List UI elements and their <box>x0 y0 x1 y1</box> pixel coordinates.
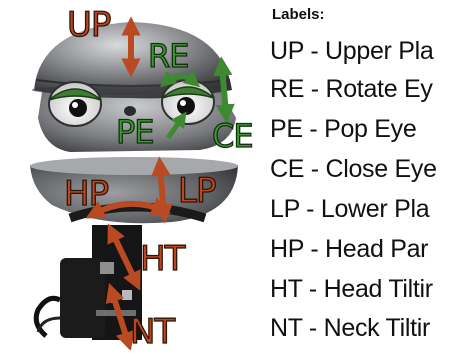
left-eye <box>48 81 102 127</box>
callout-nt: NT <box>129 312 176 352</box>
legend-title: Labels: <box>272 6 325 23</box>
arrow-ce <box>213 56 235 124</box>
neck-mechanism <box>33 225 142 340</box>
callout-re: RE <box>147 37 190 75</box>
legend-item-pe: PE - Pop Eye <box>270 115 417 143</box>
arrow-pe <box>165 111 187 140</box>
legend-item-up: UP - Upper Pla <box>270 37 434 65</box>
right-eye <box>161 79 215 125</box>
legend-item-hp: HP - Head Par <box>270 235 429 263</box>
robot-head-figure: UP RE PE CE HP LP HT NT <box>30 5 254 352</box>
callout-lp: LP <box>177 171 217 211</box>
legend-item-ce: CE - Close Eye <box>270 155 437 183</box>
callout-up: UP <box>66 5 112 45</box>
legend-item-ht: HT - Head Tiltir <box>270 275 433 303</box>
robot-head-illustration <box>30 16 238 352</box>
lower-plate <box>30 157 238 224</box>
legend-panel: Labels: UP - Upper Pla RE - Rotate Ey PE… <box>270 0 450 350</box>
legend-item-nt: NT - Neck Tiltir <box>270 314 431 342</box>
arrow-hp <box>85 197 171 219</box>
callout-ht: HT <box>139 239 186 279</box>
arrow-ht <box>107 223 141 291</box>
callout-hp: HP <box>63 174 109 214</box>
arrow-nt <box>105 282 135 352</box>
callout-ce: CE <box>211 117 254 155</box>
legend-item-lp: LP - Lower Pla <box>270 195 430 223</box>
legend-item-re: RE - Rotate Ey <box>270 75 433 103</box>
callout-pe: PE <box>115 113 155 151</box>
arrow-re <box>159 70 201 88</box>
